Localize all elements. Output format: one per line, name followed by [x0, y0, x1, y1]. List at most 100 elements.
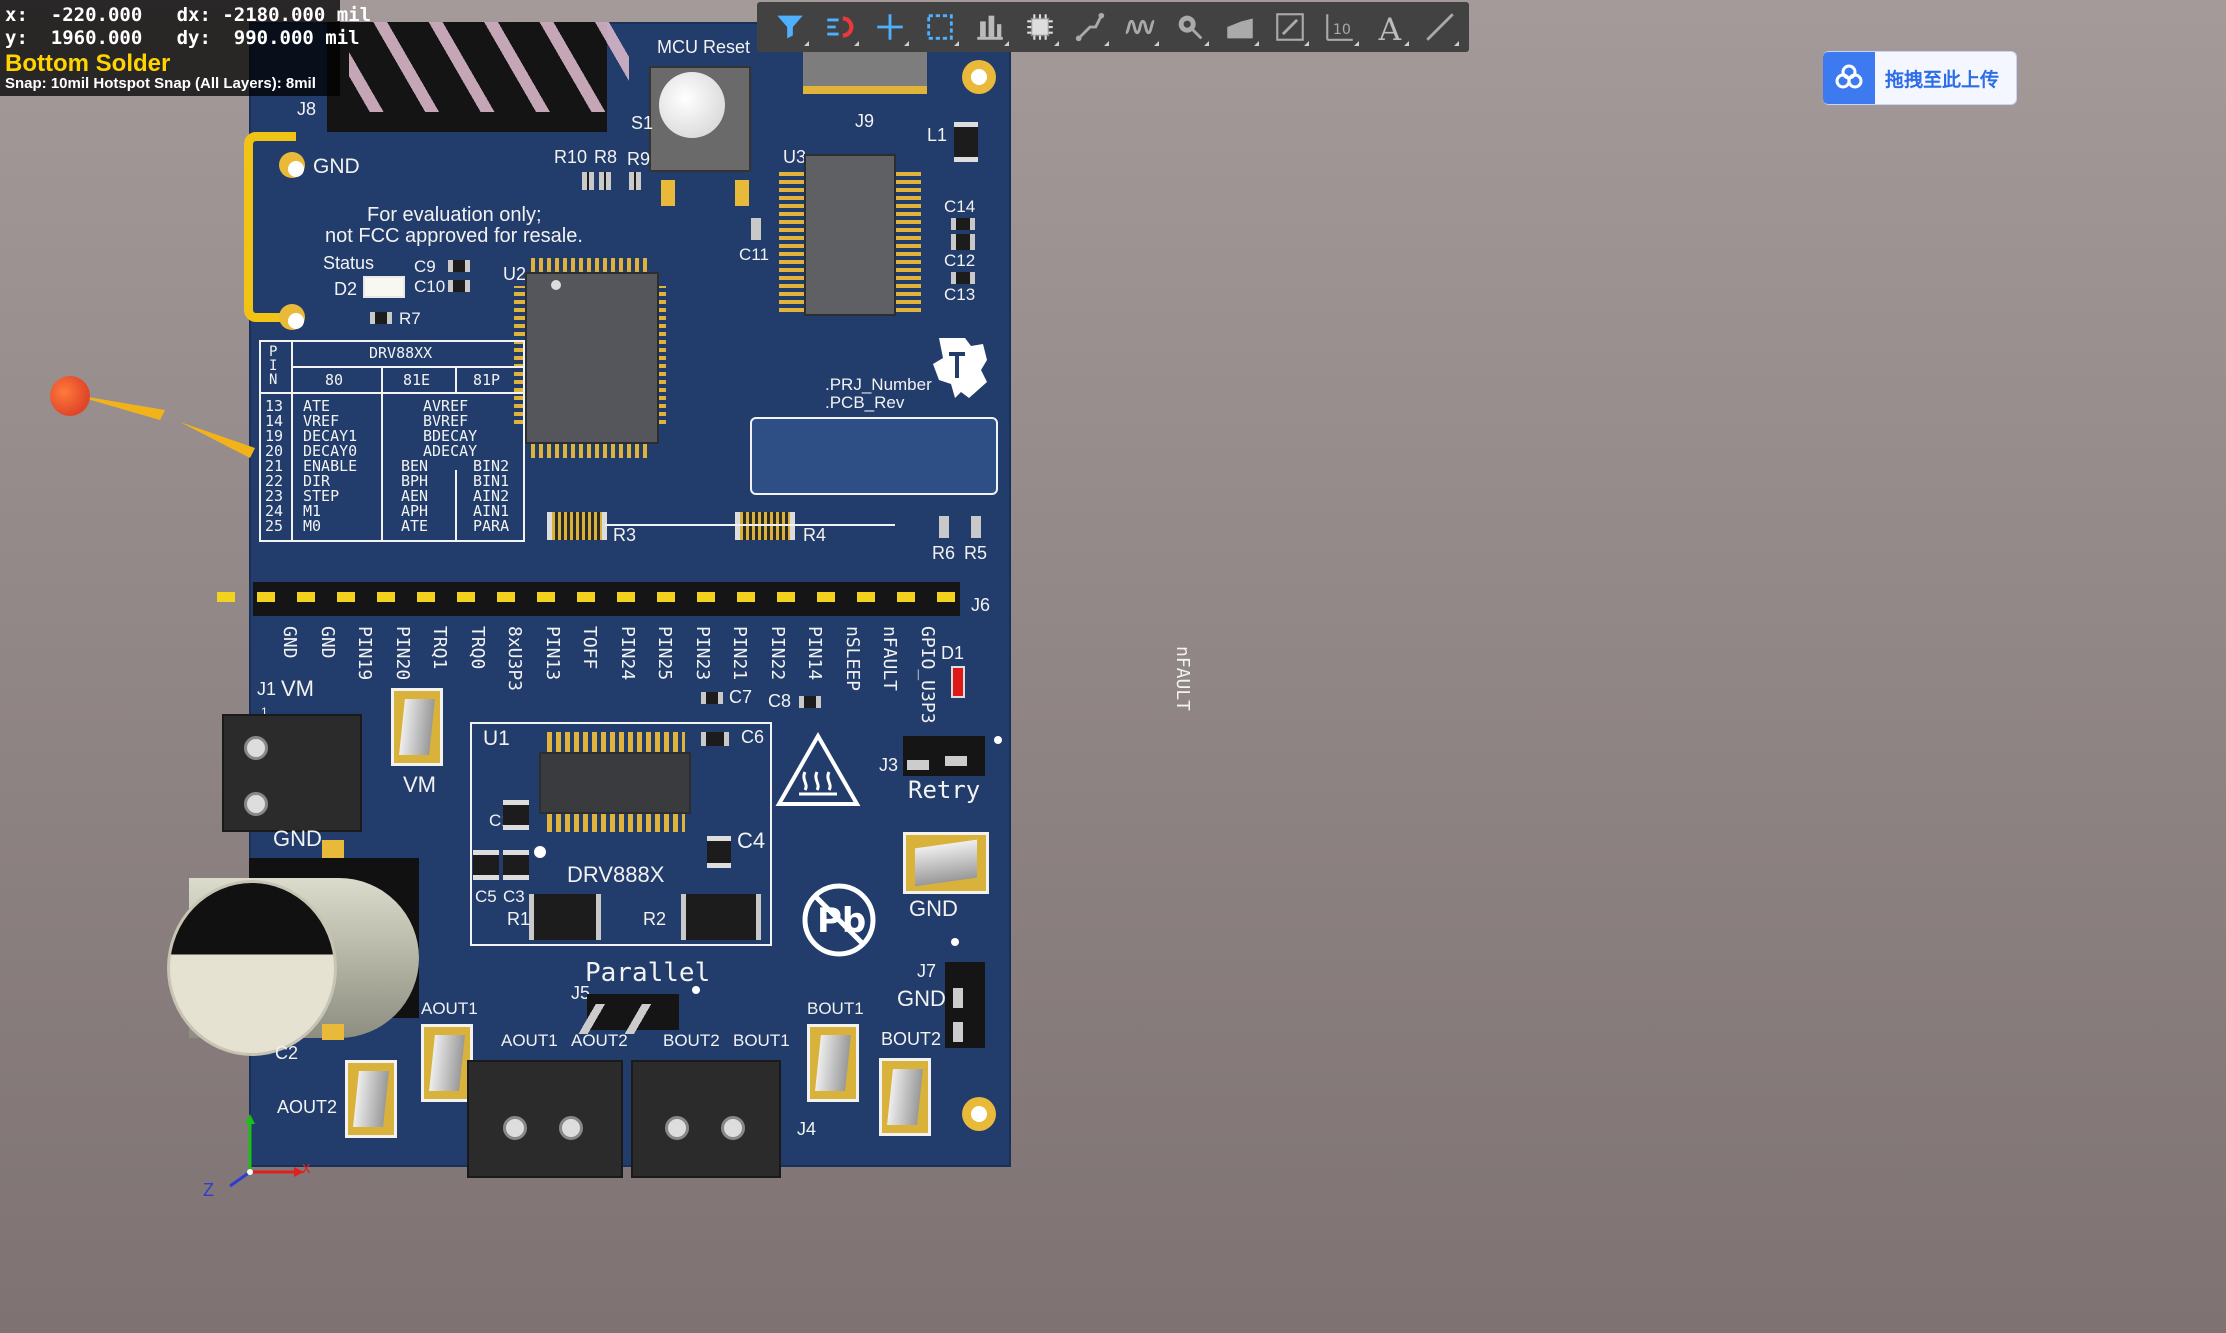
crosshair-icon — [877, 14, 903, 40]
l1-inductor[interactable] — [954, 122, 978, 162]
gnd-top-pad[interactable] — [279, 152, 305, 178]
bout2-test-point[interactable] — [879, 1058, 931, 1136]
filter-button[interactable] — [765, 2, 815, 52]
r4-resistor[interactable] — [735, 512, 795, 540]
j6-pin-label: PIN22 — [766, 626, 788, 681]
j3-jumper[interactable] — [903, 736, 985, 776]
pin-table-81p-values: BIN2 BIN1 AIN2 AIN1 PARA — [473, 457, 510, 535]
r7-resistor[interactable] — [370, 312, 392, 324]
r9-resistor[interactable] — [629, 172, 641, 190]
route-icon — [827, 16, 854, 38]
c7-capacitor[interactable] — [701, 692, 723, 704]
gnd-wire-loop[interactable] — [244, 132, 296, 322]
aout1-test-point[interactable] — [421, 1024, 473, 1102]
c3-capacitor[interactable] — [503, 850, 529, 880]
d2-label: D2 — [334, 279, 358, 299]
hud-y-readout: y: 1960.000 dy: 990.000 mil — [5, 27, 360, 49]
gnd-bottom-pad[interactable] — [279, 304, 305, 330]
string-icon: 10 — [1326, 14, 1353, 41]
component-icon — [1027, 14, 1053, 40]
d1-fault-led[interactable] — [951, 666, 965, 698]
r1-label: R1 — [507, 909, 531, 929]
c12-capacitor[interactable] — [951, 234, 975, 250]
filter-icon — [777, 15, 803, 39]
r3-r4-silk-line — [605, 524, 895, 526]
fill-button[interactable] — [1215, 2, 1265, 52]
r6-resistor[interactable] — [939, 516, 949, 538]
c14-capacitor[interactable] — [951, 218, 975, 230]
j5-label: J5 — [571, 983, 591, 1003]
align-button[interactable] — [965, 2, 1015, 52]
component-button[interactable] — [1015, 2, 1065, 52]
c9-capacitor[interactable] — [448, 260, 470, 272]
r1-resistor[interactable] — [529, 894, 601, 940]
c13-capacitor[interactable] — [951, 272, 975, 284]
hud-snap-info: Snap: 10mil Hotspot Snap (All Layers): 8… — [5, 75, 316, 92]
r10-resistor[interactable] — [582, 172, 594, 190]
line-button[interactable] — [1415, 2, 1465, 52]
bout-terminal-block[interactable] — [631, 1060, 781, 1178]
pcb-3d-board[interactable]: J8 GND MCU Reset S1 R10 R8 R9 J9 L1 U3 C… — [167, 22, 1193, 1178]
pin-table-col-81e: 81E — [403, 371, 431, 389]
aout2-label-term: AOUT2 — [571, 1031, 628, 1050]
j7-header[interactable] — [945, 962, 985, 1048]
hot-surface-warning-icon — [775, 731, 861, 806]
c1-capacitor[interactable] — [503, 800, 529, 830]
align-icon — [977, 15, 1003, 40]
j5-pins — [575, 1004, 669, 1034]
j6-pin-label: GPIO_U3P3 — [916, 626, 938, 724]
r6-label: R6 — [932, 543, 956, 563]
string-button[interactable]: 10 — [1315, 2, 1365, 52]
c6-label: C6 — [741, 727, 765, 747]
j3-pin — [907, 760, 929, 770]
net-route-button[interactable] — [1065, 2, 1115, 52]
crosshair-button[interactable] — [865, 2, 915, 52]
aout2-label-tp: AOUT2 — [277, 1097, 338, 1117]
x-axis-label: X — [302, 1158, 311, 1177]
c11-capacitor[interactable] — [751, 218, 761, 240]
u2-pin1-dot — [551, 280, 561, 290]
via-button[interactable] — [1165, 2, 1215, 52]
interactive-route-button[interactable] — [815, 2, 865, 52]
c8-capacitor[interactable] — [799, 696, 821, 708]
r8-resistor[interactable] — [599, 172, 611, 190]
r3-resistor[interactable] — [547, 512, 607, 540]
aout-terminal-block[interactable] — [467, 1060, 623, 1178]
j6-pin-label: 8xU3P3 — [504, 626, 525, 692]
pin-table-col-divider — [381, 366, 383, 540]
u2-mcu-chip[interactable] — [525, 272, 659, 444]
eval-notice-line1: For evaluation only; — [367, 204, 542, 226]
select-rect-button[interactable] — [915, 2, 965, 52]
j6-pin-label: PIN25 — [654, 626, 675, 681]
d2-status-led[interactable] — [363, 276, 405, 298]
bout1-test-point[interactable] — [807, 1024, 859, 1102]
text-button[interactable]: A — [1365, 2, 1415, 52]
r3-label: R3 — [613, 525, 637, 545]
r2-resistor[interactable] — [681, 894, 761, 940]
r9-label: R9 — [627, 149, 651, 169]
fill-icon — [1227, 18, 1253, 39]
pin-table-row-divider — [293, 366, 523, 368]
pin-table-row-divider — [261, 392, 523, 394]
upload-drop-button[interactable]: 拖拽至此上传 — [1823, 51, 2017, 105]
reset-button-cap — [659, 72, 725, 138]
j6-pin-label: PIN14 — [804, 626, 825, 681]
u1-outline — [470, 722, 772, 946]
j1-vm-terminal[interactable] — [222, 714, 362, 832]
u3-chip[interactable] — [804, 154, 896, 316]
r7-label: R7 — [399, 309, 421, 328]
c4-capacitor[interactable] — [707, 836, 731, 868]
c6-capacitor[interactable] — [701, 732, 729, 746]
c10-capacitor[interactable] — [448, 280, 470, 292]
length-tune-button[interactable] — [1115, 2, 1165, 52]
aout1-label-tp: AOUT1 — [421, 999, 478, 1018]
r5-resistor[interactable] — [971, 516, 981, 538]
j6-pin-label: PIN13 — [541, 626, 563, 681]
dimension-button[interactable] — [1265, 2, 1315, 52]
j6-pin-label: TRQ1 — [429, 626, 450, 670]
u1-driver-chip[interactable] — [539, 752, 691, 814]
r8-label: R8 — [594, 147, 618, 167]
vm-test-point[interactable] — [391, 688, 443, 766]
c5-capacitor[interactable] — [473, 850, 499, 880]
aout2-test-point[interactable] — [345, 1060, 397, 1138]
